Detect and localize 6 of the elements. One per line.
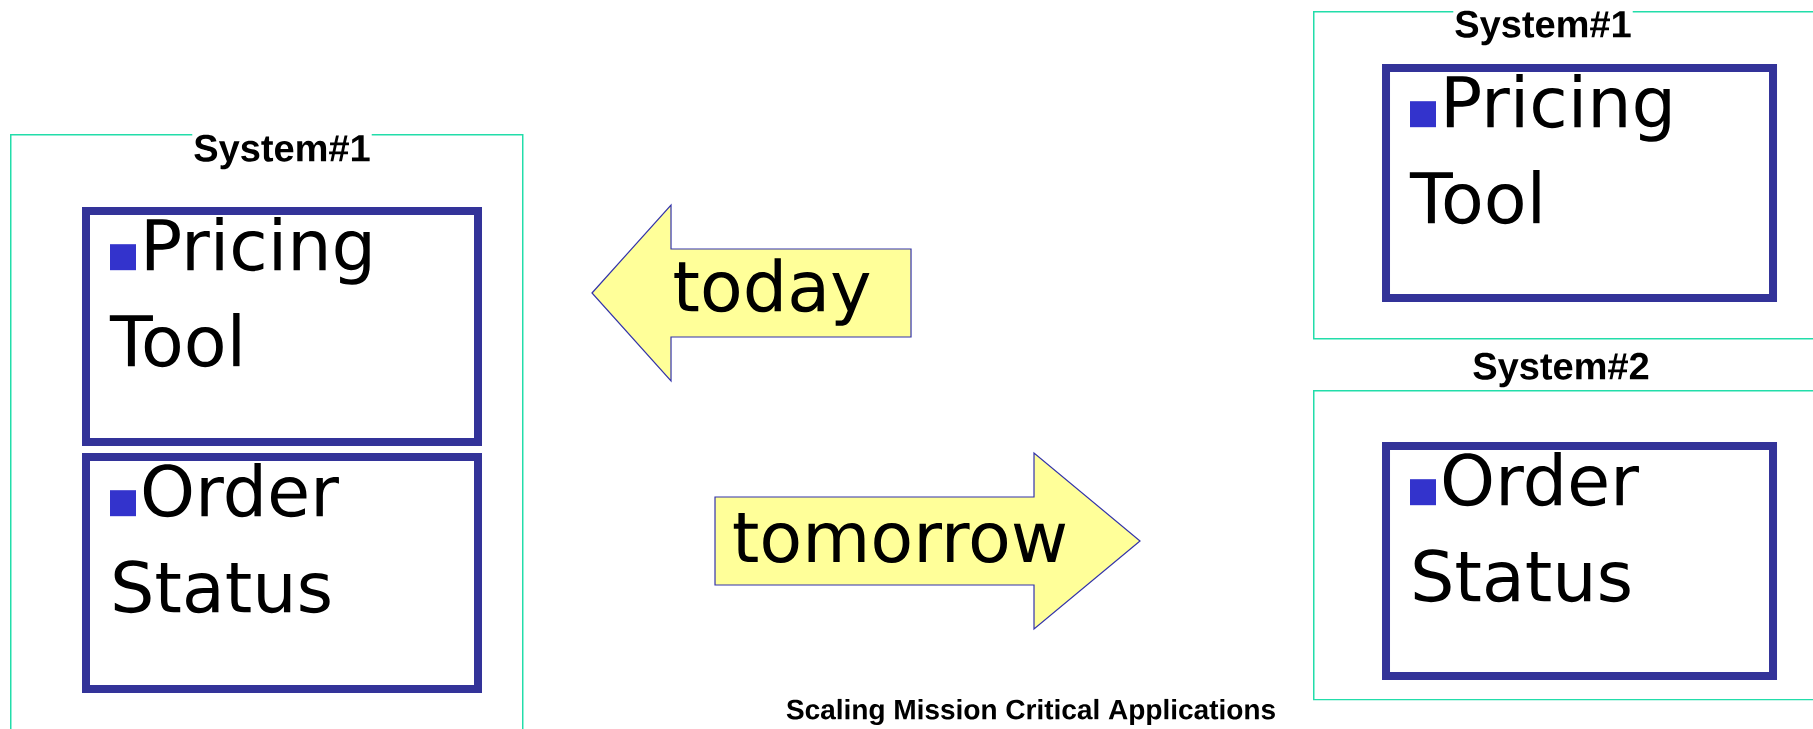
node-label: System#2 bbox=[1473, 352, 1649, 388]
item-box: Pricing Tool bbox=[82, 207, 482, 446]
item-box: Pricing Tool bbox=[1382, 64, 1777, 302]
item-box: Order Status bbox=[82, 453, 482, 693]
caption: Scaling Mission Critical Applications bbox=[786, 698, 1275, 726]
item-box: Order Status bbox=[1382, 442, 1777, 680]
